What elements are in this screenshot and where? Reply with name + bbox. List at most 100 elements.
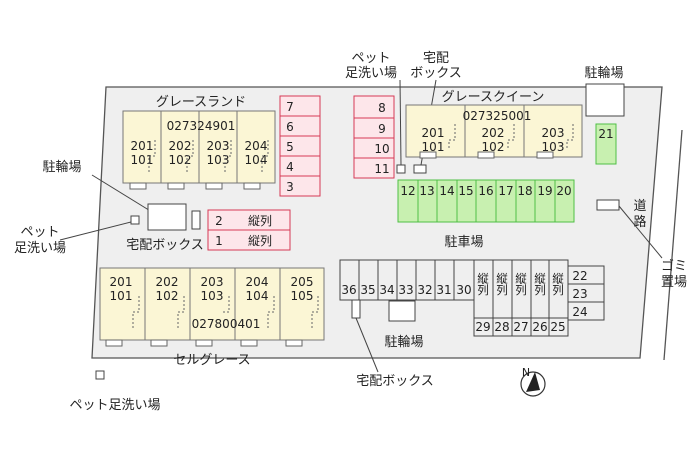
sel-grace-code: 027800401 bbox=[192, 317, 261, 331]
parking-space: 25 bbox=[550, 320, 565, 334]
tandem-label: 縦列 bbox=[495, 273, 509, 297]
unit-label: 103 bbox=[207, 153, 230, 167]
bottom-parking-row: 36 35 34 33 32 31 30 bbox=[339, 259, 475, 301]
bike-parking-label: 駐輪場 bbox=[42, 159, 81, 175]
svg-text:N: N bbox=[522, 366, 530, 379]
garbage-label: ゴミ bbox=[661, 258, 687, 274]
unit-label: 101 bbox=[110, 289, 133, 303]
grace-land-code: 027324901 bbox=[167, 119, 236, 133]
parking-space: 34 bbox=[379, 283, 394, 297]
parking-space: 23 bbox=[572, 287, 587, 301]
delivery-box-marker bbox=[413, 164, 427, 174]
unit-label: 202 bbox=[482, 126, 505, 140]
pet-wash-label: ペット足洗い場 bbox=[69, 398, 160, 413]
parking-space: 24 bbox=[572, 305, 587, 319]
parking-space: 28 bbox=[494, 320, 509, 334]
bike-parking-label: 駐輪場 bbox=[384, 334, 423, 350]
grace-land-name: グレースランド bbox=[156, 95, 246, 110]
tandem-label: 縦列 bbox=[533, 273, 547, 297]
unit-label: 102 bbox=[156, 289, 179, 303]
parking-space: 31 bbox=[436, 283, 451, 297]
unit-label: 201 bbox=[131, 139, 154, 153]
parking-space-type: 縦列 bbox=[248, 234, 272, 248]
unit-label: 202 bbox=[156, 275, 179, 289]
parking-space: 17 bbox=[498, 184, 513, 198]
unit-label: 204 bbox=[246, 275, 269, 289]
parking-space: 15 bbox=[458, 184, 473, 198]
parking-space: 18 bbox=[517, 184, 532, 198]
unit-label: 103 bbox=[542, 140, 565, 154]
parking-space: 6 bbox=[286, 120, 294, 134]
unit-label: 101 bbox=[131, 153, 154, 167]
grace-queen-code: 027325001 bbox=[463, 109, 532, 123]
building-grace-land: グレースランド 027324901 201 101 202 102 203 10… bbox=[122, 95, 276, 190]
parking-space: 14 bbox=[439, 184, 454, 198]
parking-space: 1 bbox=[215, 234, 223, 248]
parking-space: 20 bbox=[556, 184, 571, 198]
grace-queen-name: グレースクイーン bbox=[442, 90, 545, 105]
unit-label: 105 bbox=[291, 289, 314, 303]
tandem-label: 縦列 bbox=[476, 273, 490, 297]
parking-space: 32 bbox=[417, 283, 432, 297]
unit-label: 101 bbox=[422, 140, 445, 154]
parking-space: 3 bbox=[286, 180, 294, 194]
pink-parking-tandem: 2 縦列 1 縦列 bbox=[207, 209, 291, 251]
parking-space: 36 bbox=[341, 283, 356, 297]
bike-parking-label: 駐輪場 bbox=[584, 65, 623, 81]
parking-space: 16 bbox=[478, 184, 493, 198]
unit-label: 202 bbox=[169, 139, 192, 153]
parking-space: 7 bbox=[286, 100, 294, 114]
unit-label: 104 bbox=[245, 153, 268, 167]
pink-parking-middle: 8 9 10 11 bbox=[353, 95, 395, 179]
delivery-box-label: 宅配ボックス bbox=[356, 374, 434, 389]
tandem-label: 縦列 bbox=[551, 273, 565, 297]
unit-label: 201 bbox=[422, 126, 445, 140]
parking-space: 11 bbox=[374, 162, 389, 176]
unit-label: 102 bbox=[482, 140, 505, 154]
parking-space: 30 bbox=[456, 283, 471, 297]
unit-label: 203 bbox=[542, 126, 565, 140]
parking-space: 21 bbox=[598, 127, 613, 141]
unit-label: 103 bbox=[201, 289, 224, 303]
pet-wash-label: ペット bbox=[20, 225, 59, 240]
unit-label: 102 bbox=[169, 153, 192, 167]
road-label: 道 bbox=[633, 199, 646, 214]
delivery-box-label: 宅配ボックス bbox=[126, 238, 204, 253]
parking-space: 5 bbox=[286, 140, 294, 154]
unit-label: 203 bbox=[207, 139, 230, 153]
pet-wash-label: 足洗い場 bbox=[345, 66, 397, 81]
parking-space: 10 bbox=[374, 142, 389, 156]
delivery-box-marker bbox=[191, 210, 201, 230]
parking-space: 35 bbox=[360, 283, 375, 297]
garbage-label: 置場 bbox=[661, 275, 687, 290]
parking-space: 27 bbox=[513, 320, 528, 334]
bottom-facilities: 宅配ボックス 駐輪場 bbox=[351, 299, 434, 389]
delivery-box-label: ボックス bbox=[410, 66, 462, 81]
unit-label: 203 bbox=[201, 275, 224, 289]
building-grace-queen: グレースクイーン 027325001 201 101 202 102 203 1… bbox=[405, 90, 583, 159]
pet-wash-label: 足洗い場 bbox=[14, 241, 66, 256]
building-sel-grace: 201 101 202 102 203 103 204 104 205 105 … bbox=[99, 267, 325, 368]
sel-grace-name: セルグレース bbox=[173, 353, 250, 368]
bottom-pet-wash: ペット足洗い場 bbox=[69, 370, 161, 413]
north-arrow-icon: N bbox=[520, 366, 546, 397]
unit-label: 205 bbox=[291, 275, 314, 289]
bike-parking-left: 駐輪場 bbox=[42, 159, 187, 231]
top-facilities: ペット 足洗い場 宅配 ボックス bbox=[345, 51, 462, 174]
parking-space: 12 bbox=[400, 184, 415, 198]
parking-space: 13 bbox=[419, 184, 434, 198]
road-and-garbage: 道 路 ゴミ 置場 bbox=[596, 199, 687, 290]
parking-space: 9 bbox=[378, 122, 386, 136]
pet-wash-marker bbox=[95, 370, 105, 380]
green-parking-21: 21 bbox=[595, 123, 617, 165]
tandem-label: 縦列 bbox=[514, 273, 528, 297]
parking-space: 8 bbox=[378, 101, 386, 115]
bike-parking-top-right: 駐輪場 bbox=[584, 65, 625, 117]
road-label: 路 bbox=[633, 214, 646, 230]
pet-wash-label: ペット bbox=[351, 51, 390, 66]
unit-label: 204 bbox=[245, 139, 268, 153]
road-line bbox=[663, 129, 683, 361]
tandem-parking: 縦列 縦列 縦列 縦列 縦列 29 28 27 26 25 bbox=[473, 259, 569, 337]
parking-space: 19 bbox=[537, 184, 552, 198]
